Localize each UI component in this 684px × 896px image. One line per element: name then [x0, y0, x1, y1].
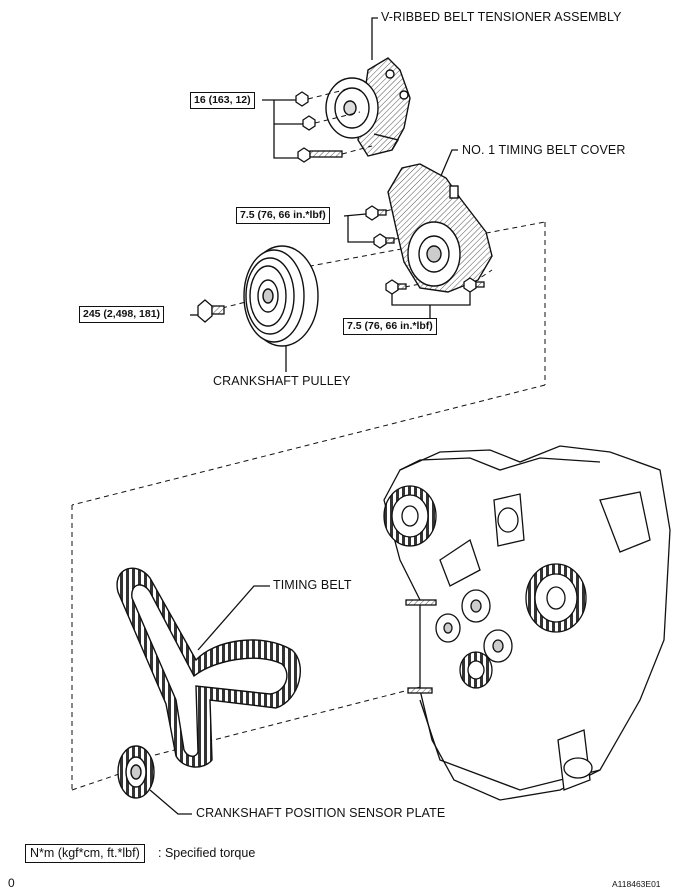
- legend-description: : Specified torque: [158, 846, 256, 860]
- figure-id: A118463E01: [612, 879, 661, 889]
- timing-belt: [116, 567, 301, 768]
- torque-pulley-bolt: 245 (2,498, 181): [79, 306, 165, 323]
- torque-cover-upper: 7.5 (76, 66 in.*lbf): [236, 207, 330, 224]
- cover-bolts: [365, 205, 485, 295]
- sensor-plate: [117, 745, 155, 799]
- engine-block: [383, 445, 671, 801]
- label-timing-belt-cover: NO. 1 TIMING BELT COVER: [462, 143, 626, 157]
- timing-belt-cover: [387, 163, 493, 293]
- label-sensor-plate: CRANKSHAFT POSITION SENSOR PLATE: [196, 806, 446, 820]
- crankshaft-pulley: [243, 245, 319, 347]
- page-number: 0: [8, 876, 15, 890]
- label-tensioner-assembly: V-RIBBED BELT TENSIONER ASSEMBLY: [381, 10, 622, 24]
- label-timing-belt: TIMING BELT: [273, 578, 352, 592]
- legend-torque-unit: N*m (kgf*cm, ft.*lbf): [25, 844, 145, 863]
- leader-lines: [149, 17, 471, 815]
- tensioner-assembly: [325, 57, 411, 157]
- label-crankshaft-pulley: CRANKSHAFT PULLEY: [213, 374, 351, 388]
- torque-cover-lower: 7.5 (76, 66 in.*lbf): [343, 318, 437, 335]
- pulley-bolt: [197, 299, 225, 323]
- torque-tensioner-bolts: 16 (163, 12): [190, 92, 255, 109]
